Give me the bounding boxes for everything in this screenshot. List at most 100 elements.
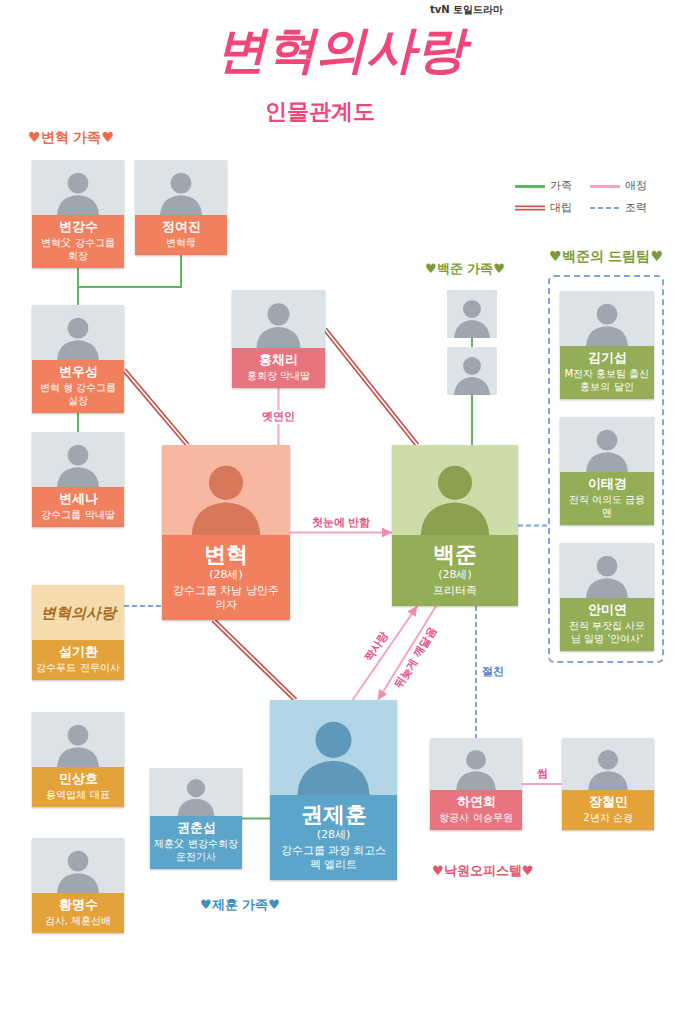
character-description: 강수그룹 차남 낭만주의자 <box>168 584 284 612</box>
group-heading: ♥백준의 드림팀♥ <box>534 247 678 265</box>
connector-line <box>242 818 270 820</box>
portrait-shoulders <box>421 503 489 535</box>
legend-swatch <box>590 185 620 188</box>
portrait-shoulders <box>297 761 369 795</box>
edge-label: 절친 <box>480 665 506 679</box>
character-description: 변혁母 <box>139 236 223 249</box>
character-card: 권춘섭제훈父 변강수회장 운전기사 <box>150 768 242 869</box>
portrait-photo: 변혁의사랑 <box>32 585 124 640</box>
card-label: 변강수변혁父 강수그룹 회장 <box>32 215 124 268</box>
character-description: 용역업체 대표 <box>36 788 120 801</box>
character-description: 검사, 제훈선배 <box>36 914 120 927</box>
character-name: 변강수 <box>36 219 120 235</box>
character-card: 민상호용역업체 대표 <box>32 712 124 807</box>
card-label: 권춘섭제훈父 변강수회장 운전기사 <box>150 816 242 869</box>
relation-connector <box>518 525 548 526</box>
character-name: 설기환 <box>36 644 120 660</box>
edge-label: 썸 <box>535 767 550 781</box>
character-description: 프리터족 <box>398 584 512 598</box>
card-label: 장철민2년차 순경 <box>562 790 654 830</box>
card-label: 변우성변혁 형 강수그룹 실장 <box>32 360 124 413</box>
portrait-silhouette <box>162 445 290 535</box>
card-label: 황명수검사, 제훈선배 <box>32 893 124 933</box>
portrait-shoulders <box>586 326 628 346</box>
card-label: 변세나강수그룹 막내딸 <box>32 487 124 527</box>
portrait-head <box>209 466 243 500</box>
portrait-head <box>68 173 89 194</box>
character-card: 이태경전직 여의도 금융맨 <box>560 417 654 525</box>
portrait-head <box>597 556 618 577</box>
legend-help-sample <box>590 207 620 209</box>
portrait-silhouette <box>150 768 242 816</box>
character-name: 하연희 <box>434 794 518 810</box>
legend-text: 애정 <box>625 178 647 194</box>
portrait-photo <box>150 768 242 816</box>
portrait-shoulders <box>456 771 496 790</box>
relation-connector <box>522 784 562 785</box>
character-description: 홍회장 막내딸 <box>236 369 321 382</box>
portrait-photo <box>270 700 397 795</box>
family-photo <box>447 290 497 338</box>
character-description: (28세) <box>168 568 284 582</box>
portrait-silhouette <box>560 291 654 346</box>
card-label: 변혁(28세)강수그룹 차남 낭만주의자 <box>162 535 290 620</box>
character-card: 안미연전직 부잣집 사모님 일명 '안여사' <box>560 543 654 651</box>
portrait-silhouette <box>560 543 654 598</box>
character-description: 전직 여의도 금융맨 <box>564 493 650 519</box>
portrait-photo <box>32 305 124 360</box>
card-label: 민상호용역업체 대표 <box>32 767 124 807</box>
connector-line <box>290 532 392 534</box>
portrait-silhouette <box>135 160 227 215</box>
portrait-shoulders <box>57 873 99 893</box>
portrait-shoulders <box>586 452 628 472</box>
portrait-silhouette <box>32 432 124 487</box>
character-name: 이태경 <box>564 476 650 492</box>
character-name: 백준 <box>398 541 512 568</box>
portrait-shoulders <box>160 195 202 215</box>
character-name: 변우성 <box>36 364 120 380</box>
drama-title: 변혁의사랑 <box>0 20 681 80</box>
portrait-head <box>466 750 486 770</box>
portrait-silhouette <box>32 712 124 767</box>
portrait-shoulders <box>57 340 99 360</box>
character-card: 변우성변혁 형 강수그룹 실장 <box>32 305 124 413</box>
portrait-photo <box>32 838 124 893</box>
connector-line-gap <box>213 620 295 700</box>
portrait-shoulders <box>57 195 99 215</box>
portrait-head <box>187 779 205 797</box>
portrait-silhouette <box>430 738 522 790</box>
legend-text: 조력 <box>625 200 647 216</box>
connector-line <box>475 606 477 738</box>
connector-line <box>278 388 280 445</box>
character-description: 제훈父 변강수회장 운전기사 <box>154 837 238 863</box>
portrait-head <box>68 725 89 746</box>
character-name: 변세나 <box>36 491 120 507</box>
relation-connector <box>124 606 162 607</box>
character-name: 김기섭 <box>564 350 650 366</box>
portrait-silhouette <box>232 290 325 348</box>
character-card: 정여진변혁母 <box>135 160 227 255</box>
character-card: 변강수변혁父 강수그룹 회장 <box>32 160 124 268</box>
portrait-head <box>68 318 89 339</box>
card-label: 정여진변혁母 <box>135 215 227 255</box>
character-description: 항공사 여승무원 <box>434 811 518 824</box>
edge-label: 옛연인 <box>260 410 297 424</box>
character-description: 변혁 형 강수그룹 실장 <box>36 381 120 407</box>
legend-text: 대립 <box>550 200 572 216</box>
portrait-photo <box>560 417 654 472</box>
relation-connector <box>378 606 436 700</box>
connector-line-gap <box>325 329 417 445</box>
character-description: 변혁父 강수그룹 회장 <box>36 236 120 262</box>
portrait-shoulders <box>454 320 490 338</box>
card-label: 권제훈(28세)강수그룹 과장 최고스펙 엘리트 <box>270 795 397 880</box>
portrait-head <box>68 445 89 466</box>
portrait-photo <box>32 160 124 215</box>
portrait-shoulders <box>256 327 300 348</box>
photo-frame <box>447 290 497 338</box>
edge-label: 짝사랑 <box>360 628 392 666</box>
character-name: 민상호 <box>36 771 120 787</box>
portrait-head <box>68 851 89 872</box>
portrait-silhouette <box>32 838 124 893</box>
portrait-silhouette <box>562 738 654 790</box>
